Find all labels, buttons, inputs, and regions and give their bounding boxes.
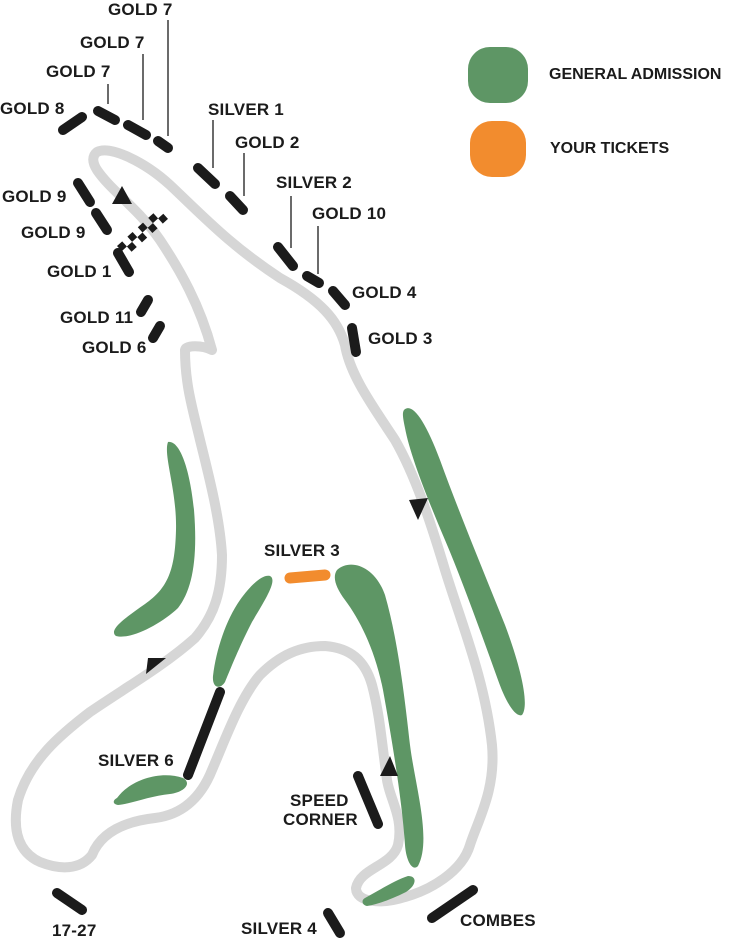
stand-speed-corner xyxy=(353,771,383,829)
stand-gold7-a xyxy=(93,106,120,125)
label-speed-corner-line2: CORNER xyxy=(283,810,358,829)
grandstands xyxy=(52,106,478,938)
ga-area-lower-left xyxy=(113,775,187,805)
stand-gold2 xyxy=(225,191,248,215)
stand-gold11 xyxy=(136,295,153,317)
label-17-27: 17-27 xyxy=(52,921,97,940)
legend-your-tickets-label: YOUR TICKETS xyxy=(550,140,670,157)
stand-gold8 xyxy=(58,112,87,135)
direction-arrow-icon xyxy=(146,658,166,674)
label-gold7-mid: GOLD 7 xyxy=(80,33,145,52)
direction-arrow-icon xyxy=(409,498,428,520)
label-gold7-low: GOLD 7 xyxy=(46,62,111,81)
ga-area-left xyxy=(113,441,196,637)
label-silver1: SILVER 1 xyxy=(208,100,284,119)
stand-silver1 xyxy=(193,163,220,189)
label-gold8: GOLD 8 xyxy=(0,99,65,118)
ga-area-center-right xyxy=(334,564,424,868)
label-combes: COMBES xyxy=(460,911,536,930)
label-gold11: GOLD 11 xyxy=(60,308,134,327)
label-gold4: GOLD 4 xyxy=(352,283,417,302)
stand-gold1 xyxy=(113,248,134,277)
legend-general-admission-label: GENERAL ADMISSION xyxy=(549,66,722,83)
stand-gold9-a xyxy=(73,178,95,207)
label-gold2: GOLD 2 xyxy=(235,133,300,152)
stand-silver4 xyxy=(323,908,345,938)
label-gold3: GOLD 3 xyxy=(368,329,433,348)
label-gold9-a: GOLD 9 xyxy=(2,187,67,206)
legend-general-admission-swatch xyxy=(468,47,528,103)
direction-arrow-icon xyxy=(112,186,132,204)
label-gold9-b: GOLD 9 xyxy=(21,223,86,242)
stand-gold9-b xyxy=(91,208,112,235)
label-silver4: SILVER 4 xyxy=(241,919,317,938)
ga-area-bottom xyxy=(362,876,415,906)
general-admission-areas xyxy=(113,408,525,906)
direction-arrows xyxy=(112,186,428,776)
stand-gold4 xyxy=(328,286,350,310)
stand-gold7-b xyxy=(123,120,151,140)
race-track xyxy=(10,145,498,907)
label-silver6: SILVER 6 xyxy=(98,751,174,770)
stand-gold10 xyxy=(302,271,324,288)
label-gold7-top: GOLD 7 xyxy=(108,0,173,19)
label-gold6: GOLD 6 xyxy=(82,338,147,357)
label-gold10: GOLD 10 xyxy=(312,204,387,223)
label-silver2: SILVER 2 xyxy=(276,173,352,192)
stand-combes xyxy=(427,885,478,923)
stand-gold6 xyxy=(148,321,165,343)
stand-gold7-c xyxy=(153,136,173,153)
checkered-flag-icon xyxy=(117,213,168,252)
stand-gold3 xyxy=(347,323,361,357)
your-tickets-area xyxy=(284,569,331,584)
label-gold1: GOLD 1 xyxy=(47,262,112,281)
label-silver3: SILVER 3 xyxy=(264,541,340,560)
label-speed-corner-line1: SPEED xyxy=(290,791,349,810)
stand-silver2 xyxy=(273,242,298,271)
legend-your-tickets-swatch xyxy=(470,121,526,177)
ga-area-center-left xyxy=(212,575,273,687)
ga-area-right xyxy=(402,408,525,716)
label-leader-lines xyxy=(107,20,319,274)
direction-arrow-icon xyxy=(380,756,398,776)
stand-silver6 xyxy=(183,687,225,780)
stand-17-27 xyxy=(52,888,87,915)
